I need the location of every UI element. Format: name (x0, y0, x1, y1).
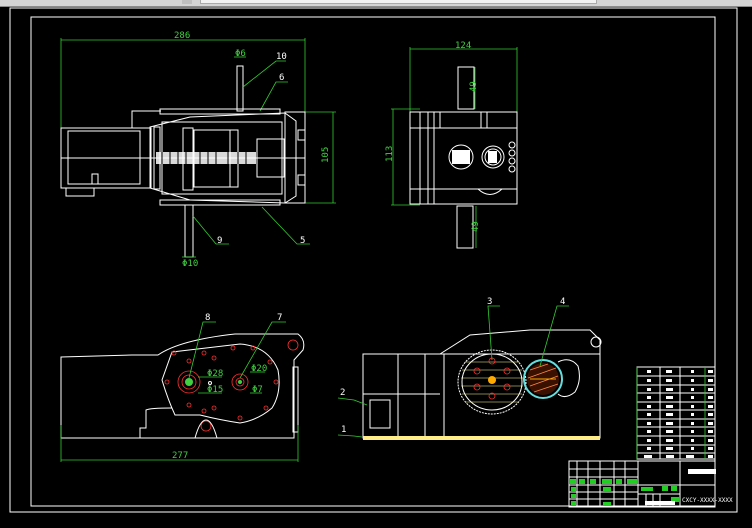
side-view: 124 113 49 49 (385, 41, 518, 249)
callout-6: 6 (279, 73, 284, 83)
dim-113: 113 (385, 146, 395, 162)
dim-phi10: Φ10 (182, 259, 198, 269)
dim-49-bottom: 49 (471, 221, 481, 232)
horizontal-scrollbar[interactable] (0, 0, 752, 7)
dim-phi15: Φ15 (207, 385, 223, 395)
callout-5: 5 (300, 236, 305, 246)
dim-49-top: 49 (469, 81, 479, 92)
scrollbar-track[interactable] (200, 0, 597, 4)
title-block: CXCY-XXXX-XXXX (568, 460, 733, 508)
dim-phi28: Φ28 (207, 369, 223, 379)
front-view: 8 7 Φ28 Φ15 Φ20 Φ7 277 (60, 313, 305, 462)
callout-9: 9 (217, 236, 222, 246)
callout-8: 8 (205, 313, 210, 323)
dim-phi20: Φ20 (251, 364, 267, 374)
dim-124: 124 (455, 41, 471, 51)
scrollbar-grip[interactable] (182, 0, 192, 4)
callout-3: 3 (487, 297, 492, 307)
callout-4: 4 (560, 297, 565, 307)
callout-2: 2 (340, 388, 345, 398)
callout-1: 1 (341, 425, 346, 435)
dim-phi6: Φ6 (235, 49, 246, 59)
dim-105: 105 (321, 147, 331, 163)
callout-7: 7 (277, 313, 282, 323)
dim-277: 277 (172, 451, 188, 461)
section-view: 3 4 2 1 (337, 297, 602, 440)
outer-frame (9, 7, 738, 513)
dim-286: 286 (174, 31, 190, 41)
top-view: 286 105 Φ6 Φ10 10 6 9 5 (60, 31, 336, 269)
drawing-number: CXCY-XXXX-XXXX (682, 497, 733, 504)
dim-phi7: Φ7 (252, 385, 263, 395)
inner-frame (30, 16, 716, 507)
callout-10: 10 (276, 52, 287, 62)
parts-list (636, 366, 716, 460)
